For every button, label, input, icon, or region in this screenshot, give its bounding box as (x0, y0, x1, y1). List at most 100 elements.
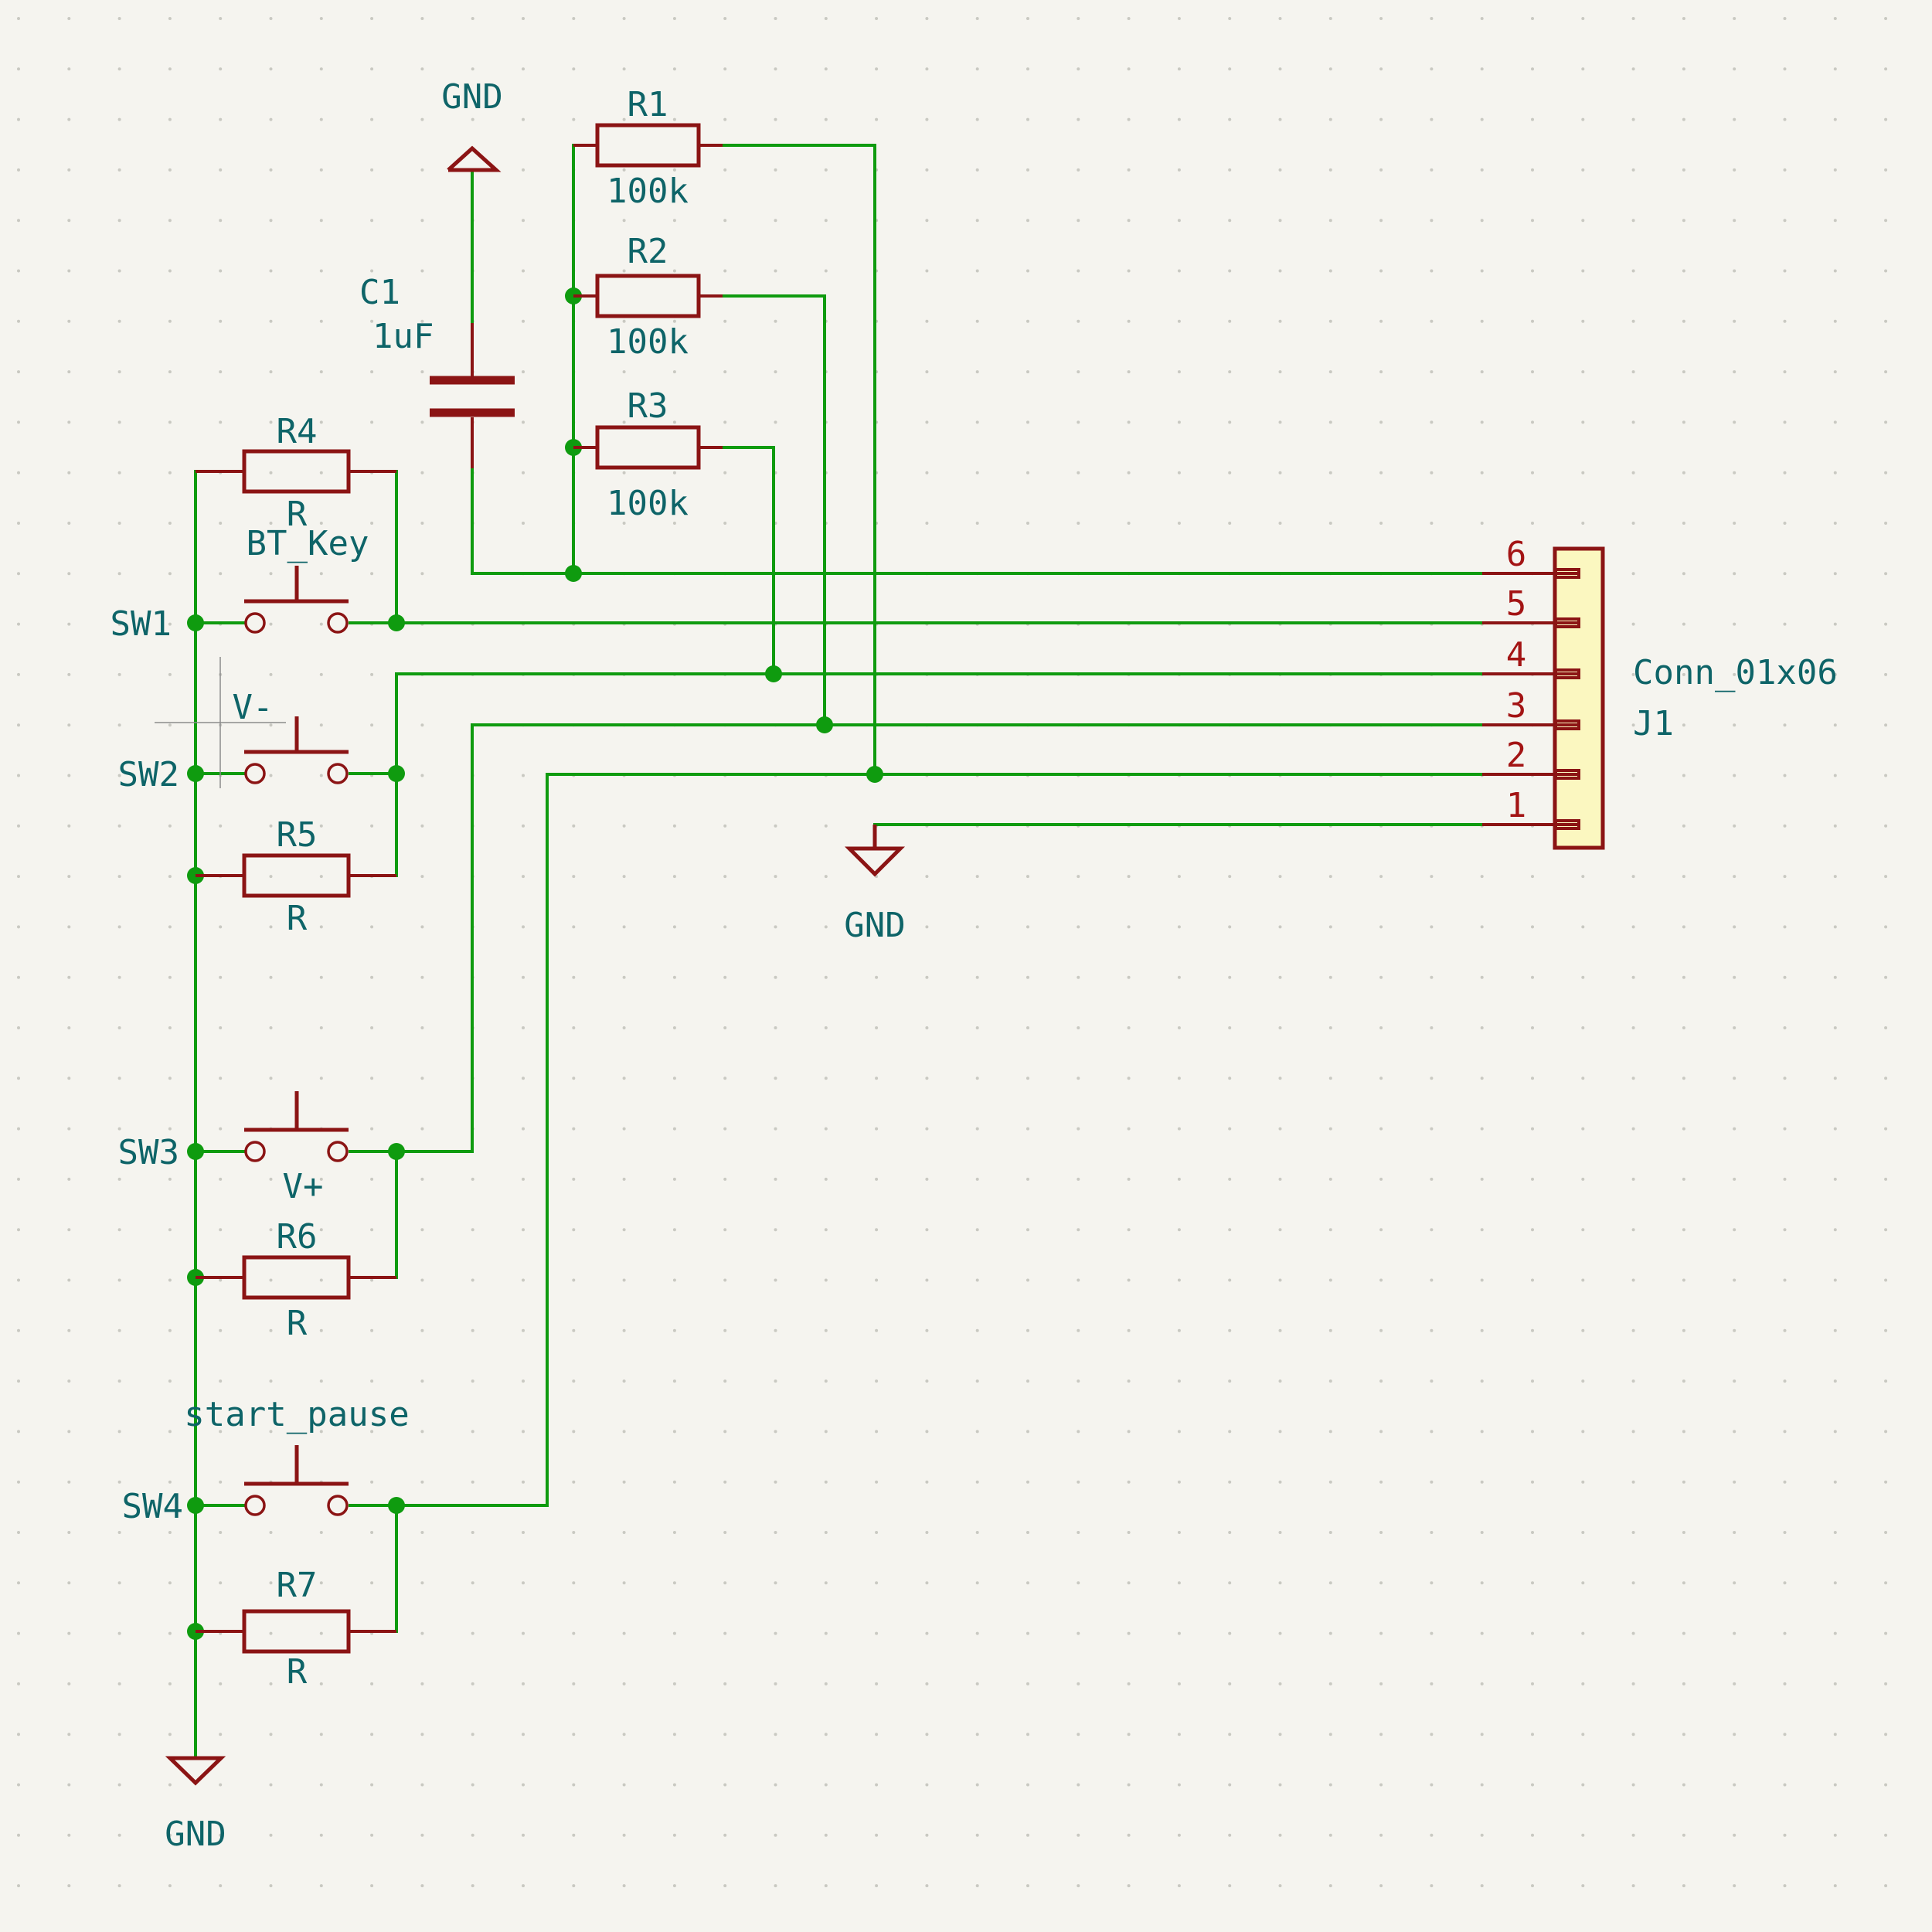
grid-dot (975, 1682, 979, 1685)
grid-dot (1531, 219, 1534, 223)
grid-dot (168, 1480, 172, 1484)
grid-dot (975, 1884, 979, 1888)
grid-dot (1278, 1228, 1282, 1232)
junction (388, 1143, 405, 1160)
grid-dot (1833, 1430, 1837, 1434)
grid-dot (1783, 723, 1787, 727)
grid-dot (723, 1430, 727, 1434)
grid-dot (723, 1177, 727, 1181)
grid-dot (1026, 17, 1029, 20)
switch-sw1[interactable]: SW1 BT_Key (111, 524, 369, 644)
capacitor-c1[interactable]: C1 1uF (359, 273, 515, 468)
grid-dot (1884, 622, 1888, 626)
resistor-body (242, 1255, 351, 1300)
grid-dot (17, 572, 20, 576)
grid-dot (420, 1733, 424, 1736)
grid-dot (269, 319, 273, 323)
grid-dot (1077, 471, 1080, 474)
grid-dot (622, 824, 626, 828)
grid-dot (1480, 471, 1484, 474)
grid-dot (1177, 1077, 1181, 1080)
grid-dot (117, 420, 121, 424)
grid-dot (1884, 1884, 1888, 1888)
grid-dot (1783, 471, 1787, 474)
grid-dot (1833, 1228, 1837, 1232)
grid-dot (1077, 319, 1080, 323)
grid-dot (269, 672, 273, 676)
grid-dot (522, 17, 525, 20)
grid-dot (319, 1177, 323, 1181)
grid-dot (370, 1581, 374, 1585)
grid-dot (168, 319, 172, 323)
grid-dot (1177, 1177, 1181, 1181)
grid-dot (1631, 1581, 1635, 1585)
grid-dot (622, 17, 626, 20)
grid-dot (975, 67, 979, 71)
grid-dot (1682, 1682, 1685, 1685)
grid-dot (824, 1077, 828, 1080)
grid-dot (420, 67, 424, 71)
grid-dot (1884, 219, 1888, 223)
grid-dot (774, 420, 777, 424)
power-gnd-bottom[interactable]: GND (165, 1710, 226, 1854)
grid-dot (269, 219, 273, 223)
grid-dots (17, 17, 1888, 1888)
grid-dot (420, 1127, 424, 1131)
grid-dot (1581, 1127, 1585, 1131)
gnd-triangle-symbol (165, 1756, 226, 1786)
grid-dot (1127, 1884, 1131, 1888)
switch-sw4[interactable]: SW4 start_pause (122, 1395, 410, 1526)
power-gnd-mid[interactable]: GND (844, 825, 906, 945)
resistor-r7[interactable]: R7 R (196, 1566, 396, 1692)
grid-dot (925, 1278, 929, 1282)
grid-dot (168, 370, 172, 374)
power-gnd-top[interactable]: GND (441, 77, 503, 172)
grid-dot (975, 1480, 979, 1484)
grid-dot (420, 1026, 424, 1029)
grid-dot (1783, 774, 1787, 777)
grid-dot (572, 975, 576, 979)
grid-dot (420, 1884, 424, 1888)
resistor-r3[interactable]: R3 100k (573, 386, 723, 523)
junction (816, 716, 833, 733)
grid-dot (672, 1833, 676, 1837)
grid-dot (925, 117, 929, 121)
grid-dot (975, 1077, 979, 1080)
grid-dot (622, 269, 626, 273)
grid-dot (1733, 370, 1736, 374)
grid-dot (1480, 1278, 1484, 1282)
grid-dot (875, 1631, 879, 1635)
switch-sw2[interactable]: SW2 V- (118, 688, 349, 794)
grid-dot (572, 1127, 576, 1131)
grid-dot (723, 1379, 727, 1383)
grid-dot (522, 1127, 525, 1131)
grid-dot (319, 1379, 323, 1383)
grid-dot (269, 117, 273, 121)
grid-dot (1077, 522, 1080, 525)
grid-dot (1884, 1531, 1888, 1534)
resistor-r1[interactable]: R1 100k (573, 85, 723, 211)
resistor-r5[interactable]: R5 R (196, 815, 396, 938)
grid-dot (1631, 925, 1635, 929)
grid-dot (572, 1884, 576, 1888)
grid-dot (1328, 420, 1332, 424)
grid-dot (1127, 420, 1131, 424)
switch-sw3[interactable]: SW3 V+ (118, 1091, 349, 1206)
grid-dot (522, 168, 525, 172)
grid-dot (1531, 319, 1534, 323)
grid-dot (672, 420, 676, 424)
grid-dot (17, 875, 20, 879)
grid-dot (1733, 1682, 1736, 1685)
grid-dot (622, 1833, 626, 1837)
grid-dot (1278, 420, 1282, 424)
grid-dot (370, 975, 374, 979)
grid-dot (1379, 1328, 1383, 1332)
connector-j1[interactable]: 6 5 4 3 2 1 Conn_01x06 J1 (1482, 535, 1838, 850)
connector-pin-number: 2 (1506, 736, 1527, 775)
grid-dot (168, 1228, 172, 1232)
grid-dot (1328, 1682, 1332, 1685)
grid-dot (925, 471, 929, 474)
resistor-r6[interactable]: R6 R (196, 1217, 396, 1343)
resistor-r4[interactable]: R4 R (196, 412, 396, 534)
resistor-r2[interactable]: R2 100k (573, 232, 723, 362)
